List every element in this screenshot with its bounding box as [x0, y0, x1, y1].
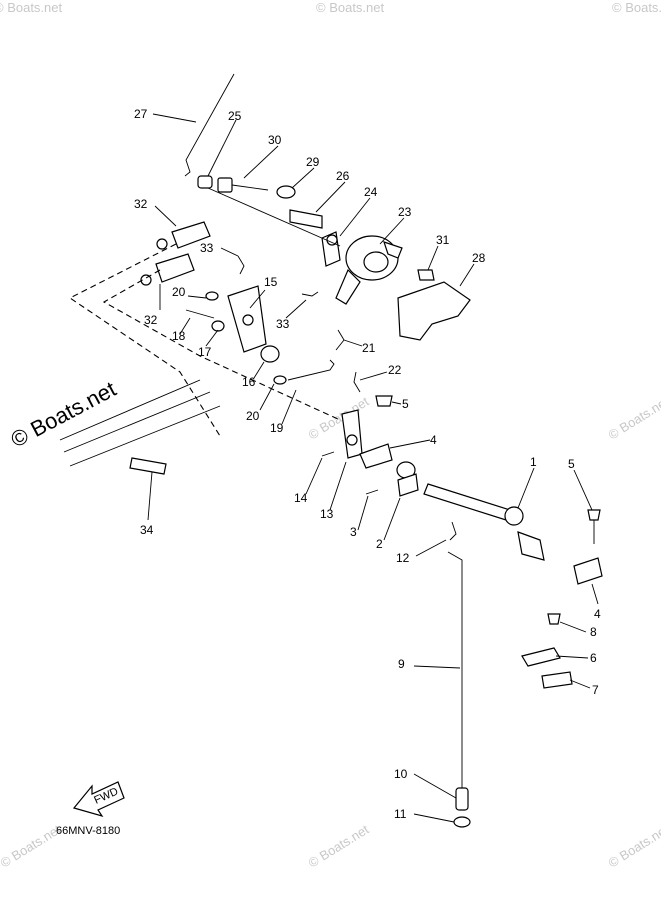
callout-28: 28	[472, 251, 486, 265]
watermark-top-right: © Boats.net	[612, 0, 661, 15]
callout-11: 11	[394, 807, 407, 821]
callout-34: 34	[140, 523, 154, 537]
watermark-top-left: © Boats.net	[0, 0, 63, 15]
callout-5-mid: 5	[402, 397, 409, 411]
watermark-bottom-left: © Boats.net	[0, 822, 64, 871]
callout-8: 8	[590, 625, 597, 639]
leader-lines	[147, 113, 599, 823]
callout-17: 17	[198, 345, 212, 359]
callout-33-left: 33	[200, 241, 214, 255]
callout-33-right: 33	[276, 317, 290, 331]
callout-labels: 27 25 30 29 26 24 23 31 28 32 33 15 20 3…	[134, 107, 601, 821]
watermark-mid-right: © Boats.net	[606, 394, 661, 443]
callout-23: 23	[398, 205, 412, 219]
parts-drawing	[59, 73, 603, 828]
callout-32-lower: 32	[144, 313, 158, 327]
callout-15: 15	[264, 275, 278, 289]
callout-5-right: 5	[568, 457, 575, 471]
callout-3: 3	[350, 525, 357, 539]
callout-4-right: 4	[594, 607, 601, 621]
callout-26: 26	[336, 169, 350, 183]
callout-22: 22	[388, 363, 402, 377]
callout-29: 29	[306, 155, 320, 169]
callout-13: 13	[320, 507, 334, 521]
callout-4-mid: 4	[430, 433, 437, 447]
watermark-top-mid: © Boats.net	[316, 0, 385, 15]
callout-12: 12	[396, 551, 410, 565]
callout-27: 27	[134, 107, 148, 121]
callout-1: 1	[530, 455, 537, 469]
watermark-mid-center: © Boats.net	[306, 394, 372, 443]
watermark-bottom-mid: © Boats.net	[306, 822, 372, 871]
watermark-side: © Boats.net	[7, 376, 121, 452]
callout-31: 31	[436, 233, 450, 247]
callout-20-upper: 20	[172, 285, 186, 299]
callout-6: 6	[590, 651, 597, 665]
watermark-bottom-right: © Boats.net	[606, 822, 661, 871]
callout-16: 16	[242, 375, 256, 389]
callout-14: 14	[294, 491, 308, 505]
callout-9: 9	[398, 657, 405, 671]
callout-2: 2	[376, 537, 383, 551]
callout-10: 10	[394, 767, 408, 781]
callout-19: 19	[270, 421, 284, 435]
callout-24: 24	[364, 185, 378, 199]
callout-25: 25	[228, 109, 242, 123]
callout-20-lower: 20	[246, 409, 260, 423]
callout-30: 30	[268, 133, 282, 147]
fwd-arrow-icon: FWD	[72, 781, 125, 818]
diagram-code: 66MNV-8180	[56, 825, 120, 837]
callout-32-upper: 32	[134, 197, 148, 211]
callout-21: 21	[362, 341, 376, 355]
callout-18: 18	[172, 329, 186, 343]
callout-7: 7	[592, 683, 599, 697]
